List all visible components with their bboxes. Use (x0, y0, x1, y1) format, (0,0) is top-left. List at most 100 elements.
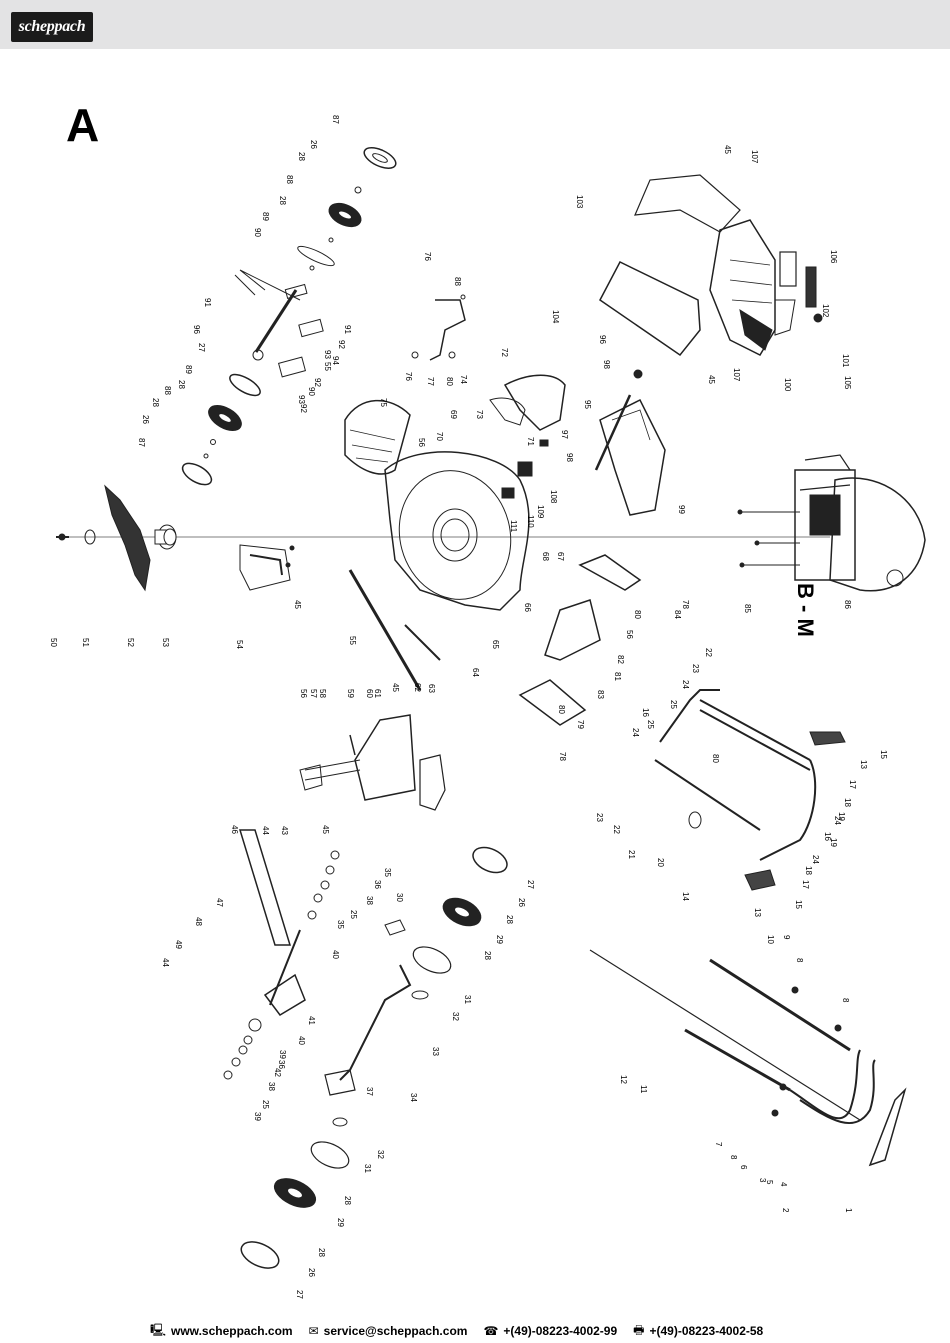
part-number-label: 67 (556, 552, 565, 561)
email-text: service@scheppach.com (323, 1324, 468, 1338)
part-number-label: 80 (711, 754, 720, 763)
part-number-label: 101 (841, 354, 850, 368)
part-number-label: 105 (843, 376, 852, 390)
hinge-parts-group (518, 554, 642, 726)
part-number-label: 28 (483, 951, 492, 960)
part-number-label: 31 (463, 995, 472, 1004)
part-number-label: 24 (833, 816, 842, 825)
part-number-label: 55 (348, 636, 357, 645)
part-number-label: 80 (445, 377, 454, 386)
part-number-label: 71 (526, 437, 535, 446)
website-text: www.scheppach.com (171, 1324, 293, 1338)
engine-group (737, 454, 926, 592)
part-number-label: 25 (669, 700, 678, 709)
part-number-label: 92 (313, 378, 322, 387)
part-number-label: 74 (459, 375, 468, 384)
part-number-label: 28 (297, 152, 306, 161)
part-number-label: 40 (297, 1036, 306, 1045)
part-number-label: 109 (536, 505, 545, 519)
part-number-label: 107 (750, 150, 759, 164)
part-number-label: 98 (602, 360, 611, 369)
part-number-label: 61 (373, 689, 382, 698)
part-number-label: 8 (841, 998, 850, 1003)
part-number-label: 48 (194, 917, 203, 926)
contact-footer: 🖳 www.scheppach.com ✉ service@scheppach.… (150, 1322, 763, 1340)
footer-email[interactable]: ✉ service@scheppach.com (309, 1324, 468, 1338)
part-number-label: 90 (253, 228, 262, 237)
part-number-label: 80 (557, 705, 566, 714)
part-number-label: 110 (526, 515, 535, 528)
part-number-label: 51 (81, 638, 90, 647)
footer-website[interactable]: 🖳 www.scheppach.com (150, 1321, 293, 1342)
phone-icon: ☎ (483, 1324, 499, 1338)
page-header: scheppach (0, 0, 950, 49)
part-number-label: 39 (278, 1050, 287, 1059)
footer-phone[interactable]: ☎ +(49)-08223-4002-99 (483, 1324, 617, 1338)
part-number-label: 108 (549, 490, 558, 504)
height-lever-group (411, 294, 466, 361)
adjustment-rods-group (348, 569, 441, 691)
part-number-label: 24 (631, 728, 640, 737)
part-number-label: 70 (435, 432, 444, 441)
part-number-label: 27 (526, 880, 535, 889)
side-discharge-group (299, 714, 446, 811)
part-number-label: 36 (373, 880, 382, 889)
part-number-label: 17 (848, 780, 857, 789)
part-number-label: 47 (215, 898, 224, 907)
part-number-label: 7 (714, 1142, 723, 1147)
part-number-label: 96 (598, 335, 607, 344)
part-number-label: 39 (253, 1112, 262, 1121)
part-number-label: 88 (453, 277, 462, 286)
part-number-label: 86 (843, 600, 852, 609)
gearbox-group (223, 829, 340, 1080)
part-number-label: 10 (766, 935, 775, 944)
part-number-label: 28 (505, 915, 514, 924)
part-number-label: 62 (413, 683, 422, 692)
part-number-label: 27 (295, 1290, 304, 1299)
section-letter: A (66, 99, 100, 151)
part-number-label: 87 (331, 115, 340, 124)
part-number-label: 66 (523, 603, 532, 612)
blade-group (56, 484, 177, 592)
part-number-label: 8 (795, 958, 804, 963)
part-number-label: 45 (391, 683, 400, 692)
part-number-label: 45 (293, 600, 302, 609)
part-number-label: 65 (491, 640, 500, 649)
part-number-label: 52 (126, 638, 135, 647)
upper-cover-group (489, 374, 566, 499)
part-number-label: 88 (163, 386, 172, 395)
part-number-label: 87 (137, 438, 146, 447)
part-number-label: 13 (859, 760, 868, 769)
part-number-label: 56 (625, 630, 634, 639)
mail-icon: ✉ (308, 1324, 319, 1338)
part-number-label: 22 (612, 825, 621, 834)
part-number-label: 42 (273, 1068, 282, 1077)
footer-fax[interactable]: 🖶 +(49)-08223-4002-58 (633, 1321, 763, 1342)
part-number-label: 26 (309, 140, 318, 149)
part-number-label: 81 (613, 672, 622, 681)
part-number-label: 17 (801, 880, 810, 889)
grass-box-group (599, 174, 823, 357)
phone-text: +(49)-08223-4002-99 (503, 1324, 618, 1338)
part-number-label: 84 (673, 610, 682, 619)
part-number-label: 91 (343, 325, 352, 334)
part-number-label: 5 (765, 1180, 774, 1185)
part-number-label: 95 (583, 400, 592, 409)
part-number-label: 45 (707, 375, 716, 384)
part-number-label: 44 (161, 958, 170, 967)
part-number-label: 78 (558, 752, 567, 761)
front-left-wheel-group (297, 147, 397, 271)
part-number-label: 88 (285, 175, 294, 184)
part-number-label: 92 (337, 340, 346, 349)
part-number-label: 63 (427, 684, 436, 693)
part-number-label: 82 (616, 655, 625, 664)
part-number-label: 90 (307, 387, 316, 396)
part-number-label: 68 (541, 552, 550, 561)
part-number-label: 11 (639, 1085, 648, 1094)
part-number-label: 46 (230, 825, 239, 834)
part-number-label: 93 (297, 395, 306, 404)
handle-frame-group (654, 689, 846, 891)
part-number-label: 24 (681, 680, 690, 689)
part-number-label: 14 (681, 892, 690, 901)
part-number-label: 76 (404, 372, 413, 381)
